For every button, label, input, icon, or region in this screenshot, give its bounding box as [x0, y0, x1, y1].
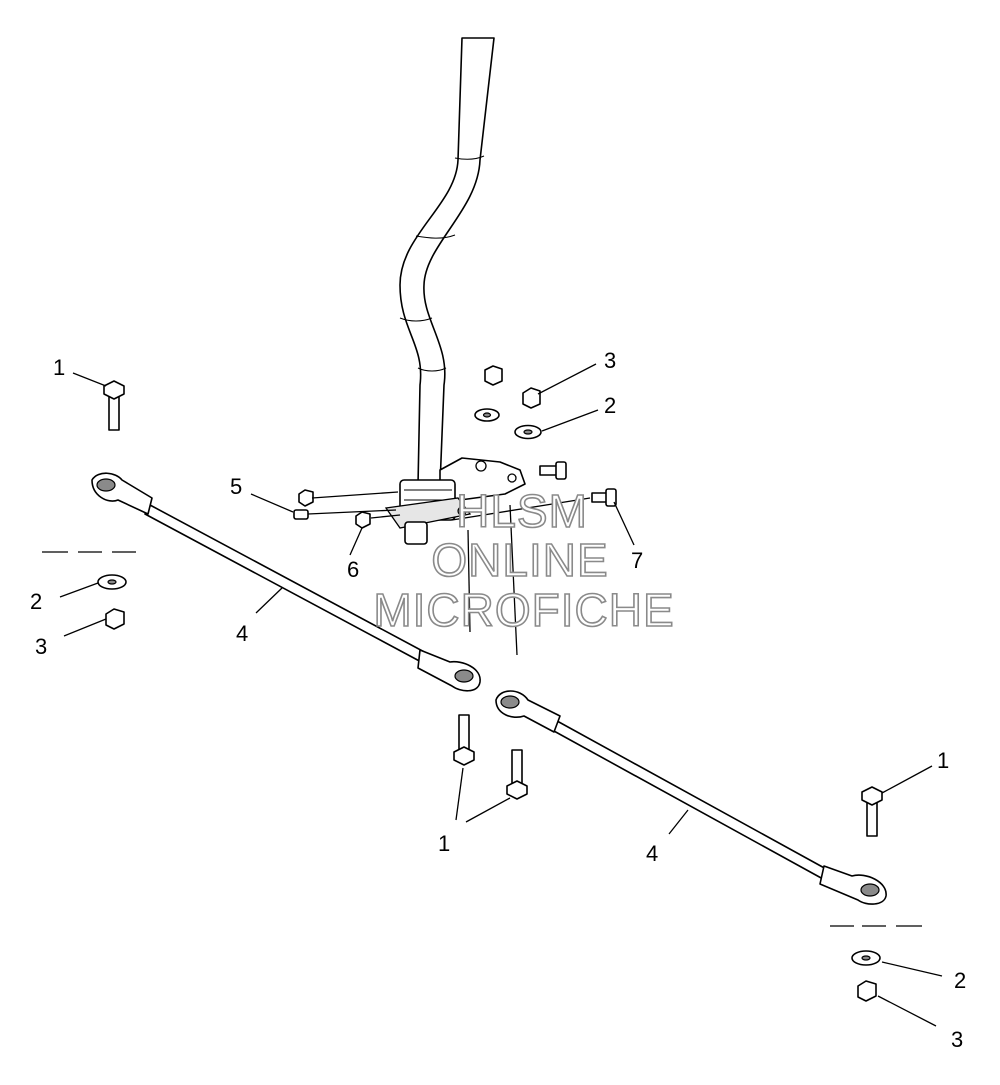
nut-top-a: [484, 365, 503, 386]
callout-3-left: 3: [35, 634, 47, 659]
washer-top-a: [474, 408, 500, 422]
nut-left: [105, 608, 125, 630]
callout-2-right: 2: [954, 968, 966, 993]
bolt-center-a: [453, 714, 475, 766]
callout-2-top: 2: [604, 393, 616, 418]
bolt-top-left: [103, 380, 125, 431]
bolt-right: [861, 786, 883, 837]
alignment-lines: [42, 491, 922, 927]
callout-1-center: 1: [438, 831, 450, 856]
washer-left: [97, 574, 127, 590]
bolt-7b: [591, 488, 617, 507]
callout-1-right: 1: [937, 748, 949, 773]
callout-3-top: 3: [604, 348, 616, 373]
steering-pivot-bracket: [384, 457, 526, 545]
bolt-7a: [539, 461, 567, 480]
watermark-line-3: MICROFICHE: [373, 584, 674, 636]
callout-5: 5: [230, 474, 242, 499]
washer-right: [851, 950, 881, 966]
callout-3-right: 3: [951, 1027, 963, 1052]
nut-right: [857, 980, 877, 1002]
washer-top-b: [514, 424, 542, 440]
set-screw-5: [293, 509, 309, 520]
nut-6: [355, 511, 371, 529]
drag-link-left: [91, 472, 481, 692]
callout-7: 7: [631, 548, 643, 573]
bolt-center-b: [506, 749, 528, 800]
callout-1-top-left: 1: [53, 355, 65, 380]
leader-lines: [59, 363, 943, 1027]
callout-labels: 1 2 3 4 5 6 3 2 7 1 4 1 2 3: [30, 348, 966, 1052]
nut-top-b: [522, 387, 541, 409]
callout-2-left: 2: [30, 589, 42, 614]
watermark-line-2: ONLINE: [431, 534, 608, 586]
callout-6: 6: [347, 557, 359, 582]
callout-4-right: 4: [646, 841, 658, 866]
drag-link-right: [495, 690, 887, 905]
callout-4-left: 4: [236, 621, 248, 646]
watermark-line-1: HLSM: [456, 485, 588, 537]
watermark: HLSM ONLINE MICROFICHE: [373, 484, 675, 637]
nut-5: [298, 489, 314, 507]
